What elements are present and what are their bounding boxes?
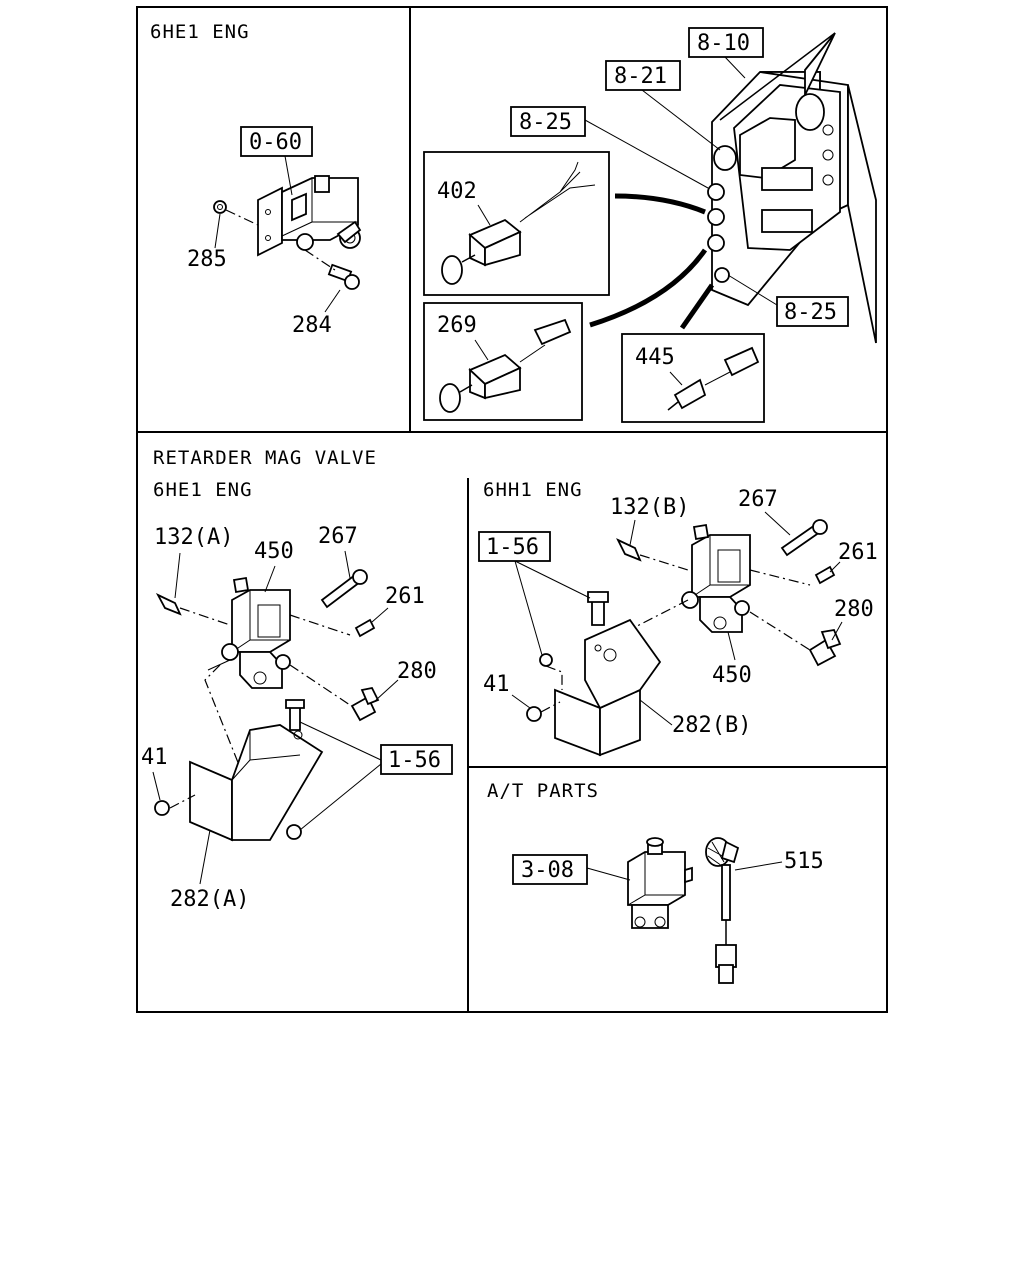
part-label-267b: 267 [738, 487, 778, 512]
part-label-445: 445 [635, 345, 675, 370]
section-title-bottom-left: 6HE1 ENG [153, 479, 253, 501]
section-title-top-left: 6HE1 ENG [150, 21, 250, 43]
part-label-282a: 282(A) [170, 887, 249, 912]
part-label-280a: 280 [397, 659, 437, 684]
part-label-282b: 282(B) [672, 713, 751, 738]
ref-box-0-60: 0-60 [240, 126, 313, 196]
part-label-267a: 267 [318, 524, 358, 549]
retarder-valve-6he1-drawing [154, 569, 380, 842]
part-box-402: 402 [423, 151, 610, 296]
part-label-269: 269 [437, 313, 477, 338]
part-label-41b: 41 [483, 672, 510, 697]
retarder-valve-6hh1-drawing [526, 519, 842, 757]
part-label-261a: 261 [385, 584, 425, 609]
diagram-frames [136, 6, 888, 1013]
ref-box-8-21: 8-21 [605, 60, 721, 151]
ref-box-8-10: 8-10 [688, 27, 764, 79]
part-label-450a: 450 [254, 539, 294, 564]
ref-8-10-label: 8-10 [697, 31, 750, 56]
part-label-402: 402 [437, 179, 477, 204]
ref-box-1-56-left: 1-56 [299, 721, 453, 831]
switch-panel-drawing [707, 32, 877, 344]
ref-box-8-25-upper: 8-25 [510, 106, 709, 189]
part-label-450b: 450 [712, 663, 752, 688]
part-label-132b: 132(B) [610, 495, 689, 520]
part-label-515: 515 [784, 849, 824, 874]
ref-box-1-56-right: 1-56 [478, 531, 591, 656]
ref-1-56-right-label: 1-56 [486, 535, 539, 560]
part-label-261b: 261 [838, 540, 878, 565]
section-title-retarder: RETARDER MAG VALVE [153, 447, 377, 469]
part-label-284: 284 [292, 313, 332, 338]
ref-1-56-left-label: 1-56 [388, 748, 441, 773]
ref-3-08-label: 3-08 [521, 858, 574, 883]
part-label-280b: 280 [834, 597, 874, 622]
ref-8-21-label: 8-21 [614, 64, 667, 89]
valve-assembly-drawing [213, 175, 362, 290]
part-box-269: 269 [423, 302, 583, 421]
ref-8-25-lower-label: 8-25 [784, 300, 837, 325]
ref-box-8-25-lower: 8-25 [727, 274, 849, 327]
part-label-132a: 132(A) [154, 525, 233, 550]
ref-8-25-upper-label: 8-25 [519, 110, 572, 135]
ref-box-3-08: 3-08 [512, 854, 631, 885]
section-title-bottom-right: 6HH1 ENG [483, 479, 583, 501]
ref-0-60-label: 0-60 [249, 130, 302, 155]
part-label-41a: 41 [141, 745, 168, 770]
part-box-445: 445 [621, 333, 765, 423]
section-title-at-parts: A/T PARTS [487, 780, 599, 802]
part-label-285: 285 [187, 247, 227, 272]
at-parts-drawing [627, 837, 740, 984]
